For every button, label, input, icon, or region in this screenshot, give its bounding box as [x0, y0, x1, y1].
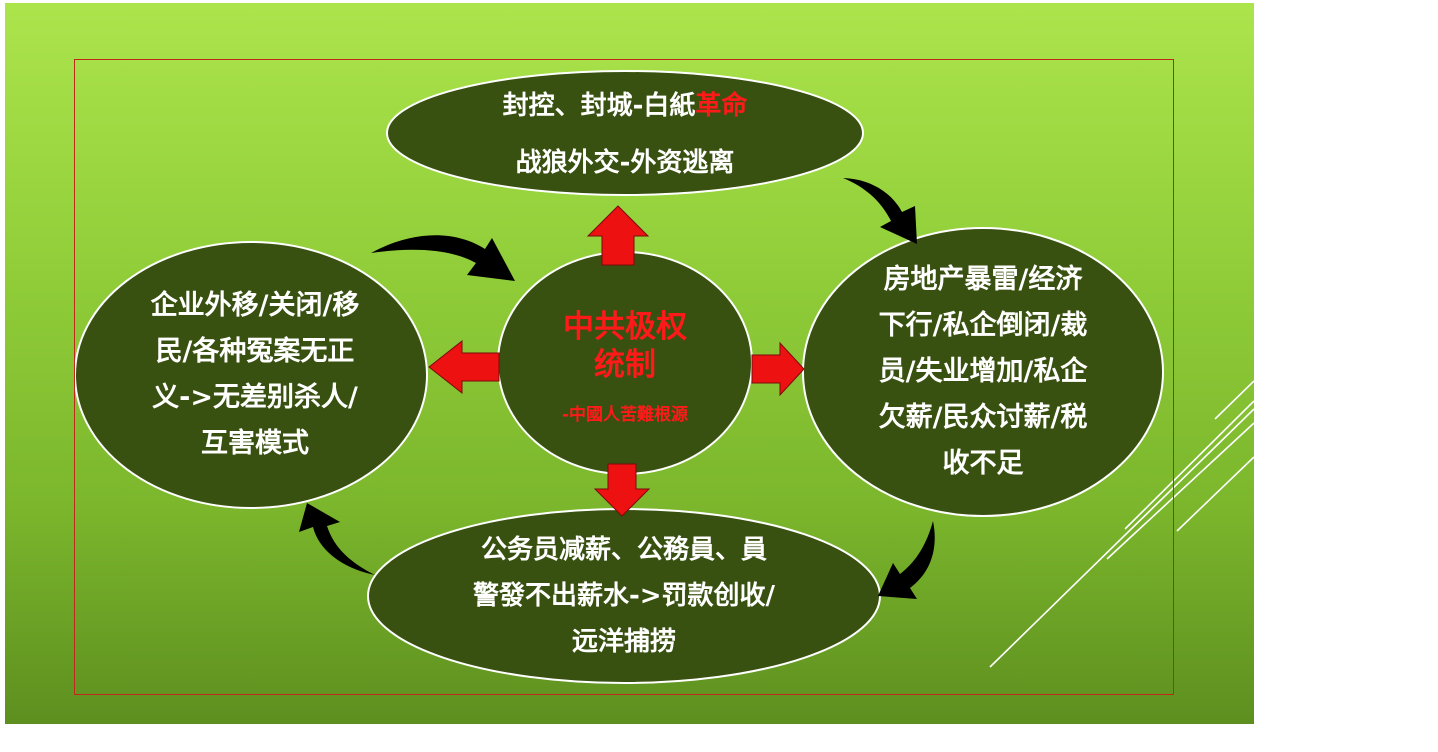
- top-line-2: 战狼外交-外资逃离: [515, 148, 735, 178]
- right-ellipse: [802, 227, 1164, 517]
- arrow-left: [428, 339, 500, 395]
- right-line: 下行/私企倒闭/裁: [878, 310, 1088, 341]
- arrow-up: [586, 205, 650, 266]
- bottom-line: 远洋捕捞: [571, 627, 676, 657]
- center-title-line: 统制: [594, 347, 656, 383]
- center-subtitle: -中國人苦難根源: [561, 405, 689, 425]
- top-line-1-white: 封控、封城-白紙: [502, 91, 696, 121]
- top-line-1-red: 革命: [695, 91, 748, 121]
- deco-line: [989, 408, 1254, 668]
- deco-line: [1214, 380, 1254, 420]
- center-title-line: 中共极权: [563, 309, 687, 345]
- right-line: 欠薪/民众讨薪/税: [878, 402, 1088, 433]
- top-node-text: 封控、封城-白紙革命 战狼外交-外资逃离: [387, 73, 863, 197]
- center-node-text: 中共极权 统制 -中國人苦難根源: [505, 297, 745, 437]
- arrow-right: [751, 341, 805, 397]
- left-line: 互害模式: [201, 428, 309, 459]
- left-line: 义->无差别杀人/: [152, 382, 358, 413]
- bottom-line: 警發不出薪水->罚款创收/: [472, 581, 776, 611]
- left-node-text: 企业外移/关闭/移 民/各种冤案无正 义->无差别杀人/ 互害模式: [95, 281, 415, 469]
- right-line: 员/失业增加/私企: [878, 356, 1088, 387]
- curved-arrow-to-center: [371, 235, 515, 281]
- curved-arrow-to-right: [843, 178, 917, 244]
- top-line-1: 封控、封城-白紙革命: [503, 88, 748, 125]
- frame-border: [74, 59, 1174, 695]
- bottom-node-text: 公务员减薪、公務員、員 警發不出薪水->罚款创收/ 远洋捕捞: [385, 523, 863, 669]
- left-ellipse: [74, 241, 428, 509]
- diagram-graphics: [74, 70, 1254, 684]
- curved-arrow-to-left: [299, 503, 375, 575]
- left-line: 民/各种冤案无正: [155, 336, 355, 367]
- deco-line: [1106, 422, 1254, 560]
- bottom-line: 公务员减薪、公務員、員: [480, 535, 767, 565]
- deco-line: [1124, 400, 1254, 530]
- slide: 封控、封城-白紙革命 战狼外交-外资逃离 房地产暴雷/经济 下行/私企倒闭/裁 …: [5, 3, 1254, 724]
- right-node-text: 房地产暴雷/经济 下行/私企倒闭/裁 员/失业增加/私企 欠薪/民众讨薪/税 收…: [815, 239, 1151, 505]
- right-line: 收不足: [942, 448, 1024, 479]
- deco-line: [1176, 456, 1254, 532]
- top-ellipse: [386, 70, 864, 196]
- arrow-down: [593, 463, 651, 517]
- right-line: 房地产暴雷/经济: [883, 264, 1083, 295]
- decorative-lines: [989, 380, 1254, 668]
- curved-arrow-to-bottom: [878, 521, 935, 599]
- left-line: 企业外移/关闭/移: [150, 290, 360, 321]
